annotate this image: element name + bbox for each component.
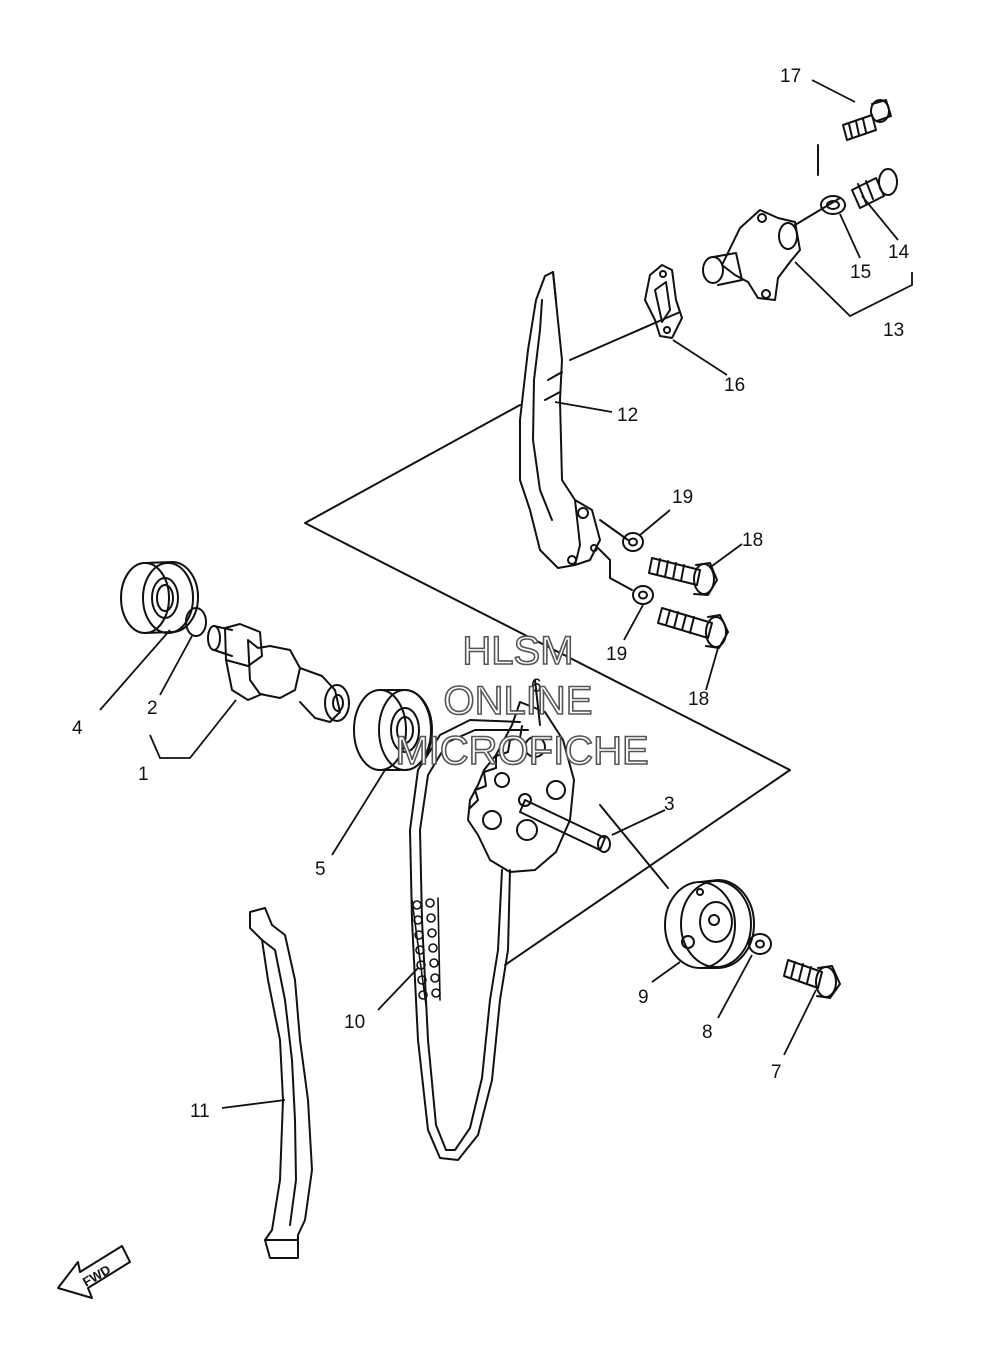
callout-3[interactable]: 3 (664, 794, 675, 815)
callout-6[interactable]: 6 (531, 676, 542, 697)
circlip-2-part (185, 607, 207, 637)
callout-2[interactable]: 2 (147, 698, 158, 719)
bearing-5-part (353, 689, 433, 771)
callout-19-upper[interactable]: 19 (672, 487, 693, 508)
washer-19-lower-part (632, 585, 654, 605)
callout-labels: 17 14 15 13 16 12 19 18 19 18 6 4 2 1 3 … (72, 66, 910, 1122)
callout-18-upper[interactable]: 18 (742, 530, 763, 551)
callout-7[interactable]: 7 (771, 1062, 782, 1083)
watermark-line-3: MICROFICHE (395, 729, 648, 773)
watermark-line-2: ONLINE (444, 679, 593, 723)
fwd-direction-arrow: FWD (57, 1245, 131, 1299)
callout-14[interactable]: 14 (888, 242, 910, 263)
callout-15[interactable]: 15 (850, 262, 871, 283)
pin-3-part (519, 799, 611, 853)
washer-15-part (820, 195, 846, 215)
chain-guide-11-part (249, 907, 313, 1259)
bearing-4-part (120, 561, 199, 634)
callout-17[interactable]: 17 (780, 66, 801, 87)
callout-13[interactable]: 13 (883, 320, 904, 341)
callout-10[interactable]: 10 (344, 1012, 365, 1033)
callout-4[interactable]: 4 (72, 718, 83, 739)
fwd-arrow-icon (57, 1245, 131, 1299)
callout-lines (99, 79, 913, 1109)
washer-8-part (748, 933, 772, 955)
callout-18-lower[interactable]: 18 (688, 689, 709, 710)
camshaft-1-part (207, 623, 350, 723)
callout-9[interactable]: 9 (638, 987, 649, 1008)
bolt-18-upper-part (648, 557, 718, 596)
sprocket-6-part (467, 701, 575, 873)
cam-chain-10-part (409, 719, 529, 1161)
callout-16[interactable]: 16 (724, 375, 745, 396)
bolt-17-part (842, 99, 892, 141)
bolt-18-lower-part (657, 607, 729, 649)
callout-19-lower[interactable]: 19 (606, 644, 627, 665)
assembly-leader-lines (304, 144, 841, 966)
bolt-7-part (783, 959, 841, 999)
callout-12[interactable]: 12 (617, 405, 638, 426)
washer-19-upper-part (622, 532, 644, 552)
plate-9-part (664, 879, 755, 969)
callout-11[interactable]: 11 (190, 1101, 210, 1122)
callout-8[interactable]: 8 (702, 1022, 713, 1043)
tensioner-13-part (702, 209, 801, 301)
gasket-16-part (644, 264, 683, 339)
chain-guide-12-part (519, 271, 601, 569)
callout-1[interactable]: 1 (138, 764, 149, 785)
watermark: HLSM ONLINE MICROFICHE (395, 628, 650, 774)
watermark-line-1: HLSM (462, 629, 573, 673)
callout-5[interactable]: 5 (315, 859, 326, 880)
cap-bolt-14-part (851, 168, 898, 209)
